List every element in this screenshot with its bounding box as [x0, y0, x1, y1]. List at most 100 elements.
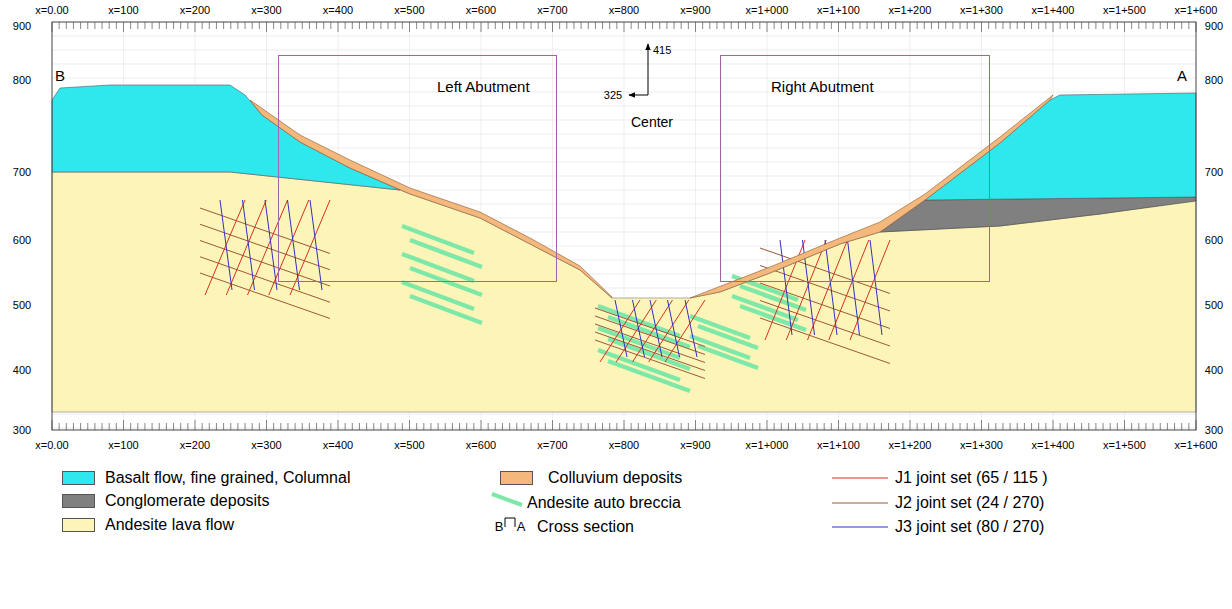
tick-mark: [123, 420, 124, 430]
tick-mark: [1131, 423, 1132, 430]
tick-mark: [1067, 423, 1068, 430]
tick-mark: [859, 423, 860, 430]
tick-mark: [223, 423, 224, 430]
tick-mark: [1010, 22, 1011, 29]
tick-mark: [859, 22, 860, 29]
tick-mark: [1031, 423, 1032, 430]
tick-mark: [316, 423, 317, 430]
tick-mark: [1103, 423, 1104, 430]
auto-breccia-bands: [402, 226, 806, 391]
tick-mark: [123, 22, 124, 32]
tick-mark: [173, 423, 174, 430]
tick-mark: [388, 423, 389, 430]
tick-mark: [73, 423, 74, 430]
tick-mark: [1153, 22, 1154, 29]
joint-trace: [850, 240, 890, 340]
axis-label: x=1+100: [817, 4, 860, 17]
tick-mark: [309, 423, 310, 430]
elevation-label: 800: [1205, 74, 1223, 87]
axis-label: x=1+300: [960, 439, 1003, 452]
joint-trace: [780, 240, 792, 335]
axis-label: x=1+600: [1175, 439, 1218, 452]
elevation-label: 600: [1205, 234, 1223, 247]
axis-label: x=1+200: [889, 439, 932, 452]
tick-mark: [731, 22, 732, 29]
tick-mark: [295, 423, 296, 430]
tick-mark: [1160, 22, 1161, 29]
tick-mark: [945, 22, 946, 29]
axis-label: x=900: [680, 4, 710, 17]
tick-mark: [845, 423, 846, 430]
colluvium-left: [250, 100, 612, 298]
breccia-band: [698, 346, 758, 368]
axis-label: x=1+400: [1032, 4, 1075, 17]
west-arrow: [629, 95, 648, 96]
axis-label: x=300: [251, 4, 281, 17]
tick-mark: [488, 423, 489, 430]
axis-label: x=1+400: [1032, 439, 1075, 452]
joint-trace: [760, 301, 890, 347]
tick-mark: [180, 22, 181, 29]
legend-text: Basalt flow, fine grained, Columnal: [105, 469, 350, 487]
tick-mark: [1038, 22, 1039, 29]
tick-mark: [874, 423, 875, 430]
tick-mark: [838, 22, 839, 32]
tick-mark: [1038, 423, 1039, 430]
tick-mark: [1053, 22, 1054, 32]
joint-trace: [650, 300, 662, 357]
tick-mark: [66, 22, 67, 29]
axis-label: x=1+000: [746, 439, 789, 452]
tick-mark: [895, 22, 896, 29]
tick-mark: [988, 423, 989, 430]
tick-mark: [102, 423, 103, 430]
tick-mark: [1174, 423, 1175, 430]
tick-mark: [695, 22, 696, 32]
tick-mark: [809, 423, 810, 430]
tick-mark: [152, 423, 153, 430]
tick-mark: [910, 22, 911, 32]
tick-mark: [180, 423, 181, 430]
tick-mark: [130, 22, 131, 29]
tick-mark: [509, 423, 510, 430]
tick-mark: [1045, 22, 1046, 29]
tick-mark: [724, 22, 725, 29]
tick-mark: [595, 22, 596, 29]
tick-mark: [752, 423, 753, 430]
tick-mark: [752, 22, 753, 29]
tick-mark: [245, 22, 246, 29]
elevation-label: 800: [13, 74, 31, 87]
tick-mark: [616, 423, 617, 430]
tick-mark: [817, 423, 818, 430]
breccia-band: [740, 306, 806, 330]
tick-mark: [1088, 22, 1089, 29]
joint-trace: [615, 300, 627, 357]
conglomerate-deposits: [880, 197, 1196, 232]
tick-mark: [1081, 423, 1082, 430]
joint-trace: [616, 300, 656, 362]
legend-text: Cross section: [537, 518, 634, 536]
legend-swatch: [500, 471, 533, 485]
tick-mark: [902, 22, 903, 29]
tick-mark: [230, 423, 231, 430]
joint-trace: [310, 200, 322, 290]
tick-mark: [1088, 423, 1089, 430]
tick-mark: [109, 423, 110, 430]
elevation-label: 900: [13, 20, 31, 33]
tick-mark: [759, 22, 760, 29]
tick-mark: [109, 22, 110, 29]
tick-mark: [788, 423, 789, 430]
legend-text: Andesite auto breccia: [527, 494, 681, 512]
abutment-box: Left Abutment: [278, 55, 557, 282]
joint-trace: [290, 200, 330, 295]
tick-mark: [1160, 423, 1161, 430]
tick-mark: [345, 423, 346, 430]
tick-mark: [566, 423, 567, 430]
tick-mark: [430, 423, 431, 430]
tick-mark: [209, 22, 210, 29]
tick-mark: [473, 423, 474, 430]
legend-swatch: [62, 518, 95, 532]
tick-mark: [1188, 423, 1189, 430]
tick-mark: [66, 423, 67, 430]
tick-mark: [666, 22, 667, 29]
tick-mark: [144, 423, 145, 430]
